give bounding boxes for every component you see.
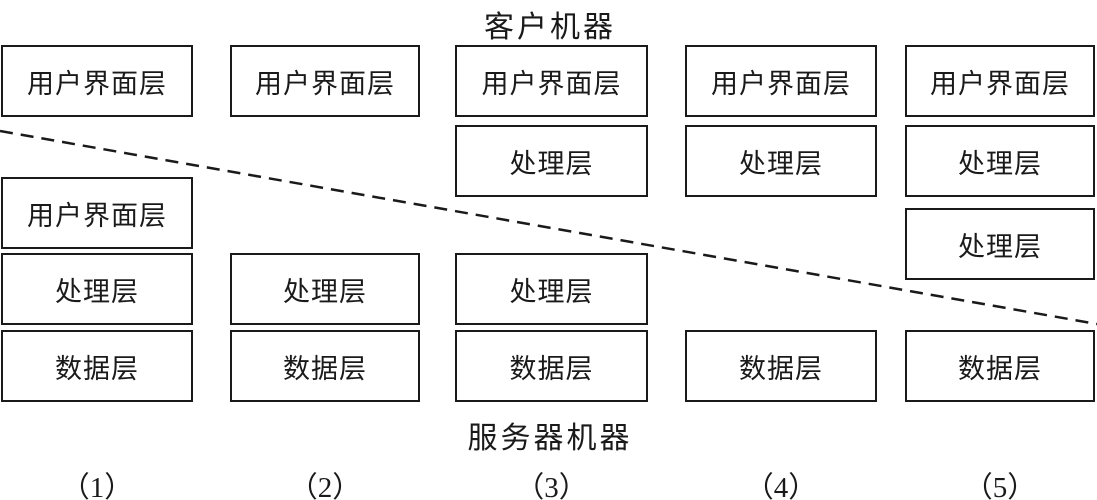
tier-box-col3-server-3: 处理层 <box>455 253 648 325</box>
tier-box-col2-client-1: 用户界面层 <box>230 45 420 117</box>
column-number-label-4: （4） <box>744 472 818 500</box>
column-number-label-3: （3） <box>515 472 588 500</box>
tier-box-col2-server-2: 处理层 <box>230 253 420 325</box>
tier-box-col3-server-4: 数据层 <box>455 330 648 402</box>
tier-box-col4-client-2: 处理层 <box>685 125 877 197</box>
tier-box-col1-server-4: 数据层 <box>1 330 193 402</box>
client-machine-label: 客户机器 <box>484 11 616 44</box>
tier-box-col4-server-3: 数据层 <box>685 330 877 402</box>
tier-box-col4-client-1: 用户界面层 <box>685 45 877 117</box>
tier-box-col5-client-3: 处理层 <box>905 208 1095 280</box>
tier-box-col5-client-2: 处理层 <box>905 125 1095 197</box>
tier-box-col1-client-1: 用户界面层 <box>1 45 193 117</box>
tier-box-col5-server-4: 数据层 <box>905 330 1095 402</box>
tier-box-col3-client-2: 处理层 <box>455 125 648 197</box>
column-number-label-5: （5） <box>963 472 1037 500</box>
tier-box-col5-client-1: 用户界面层 <box>905 45 1095 117</box>
tier-box-col1-server-3: 处理层 <box>1 253 193 325</box>
tier-box-col1-server-2: 用户界面层 <box>1 177 193 249</box>
server-machine-label: 服务器机器 <box>467 422 633 455</box>
column-number-label-1: （1） <box>60 472 134 500</box>
column-number-label-2: （2） <box>288 472 362 500</box>
tier-box-col2-server-3: 数据层 <box>230 330 420 402</box>
tier-box-col3-client-1: 用户界面层 <box>455 45 648 117</box>
